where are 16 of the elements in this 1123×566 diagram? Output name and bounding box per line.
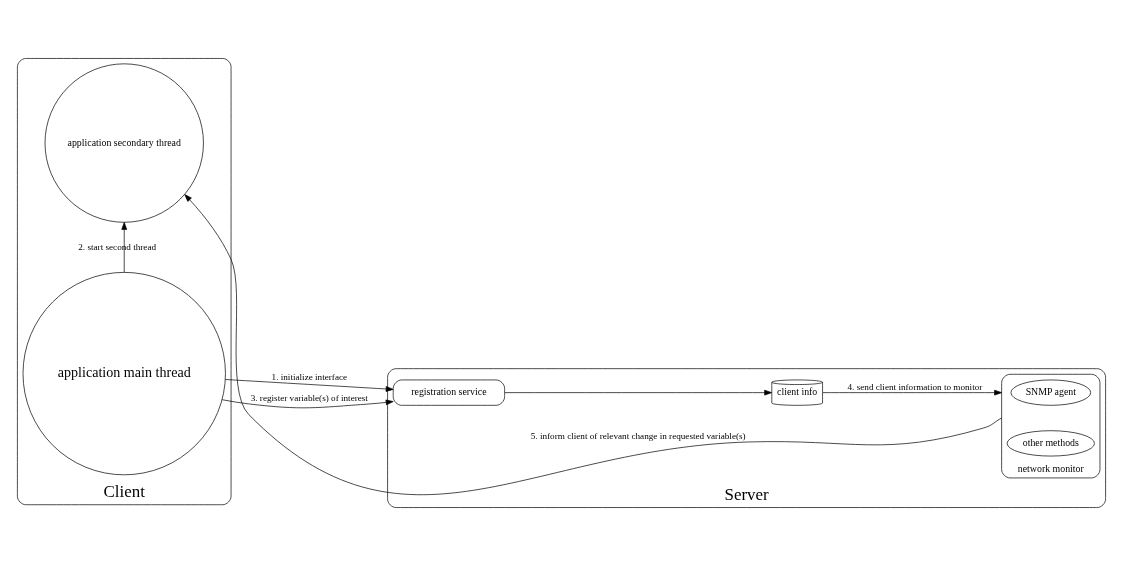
node-ellipse: other methods [1006, 430, 1095, 457]
node-circle: application secondary thread [44, 63, 204, 223]
arrow [121, 222, 128, 273]
arrow [504, 389, 773, 396]
edge-label: 3. register variable(s) of interest [250, 393, 368, 404]
node-ellipse: SNMP agent [1010, 379, 1092, 406]
arrow [225, 379, 394, 392]
edge-label: 2. start second thread [78, 241, 157, 252]
edge-label: 5. inform client of relevant change in requested variable(s) [530, 431, 746, 442]
arrow [184, 194, 1002, 495]
node-circle: application main thread [22, 272, 226, 476]
edge-label: 1. initialize interface [271, 371, 348, 382]
edge-label: 4. send client information to monitor [847, 382, 983, 393]
arrow [822, 389, 1002, 396]
arrow [221, 399, 394, 409]
node-box: registration service [392, 379, 505, 406]
